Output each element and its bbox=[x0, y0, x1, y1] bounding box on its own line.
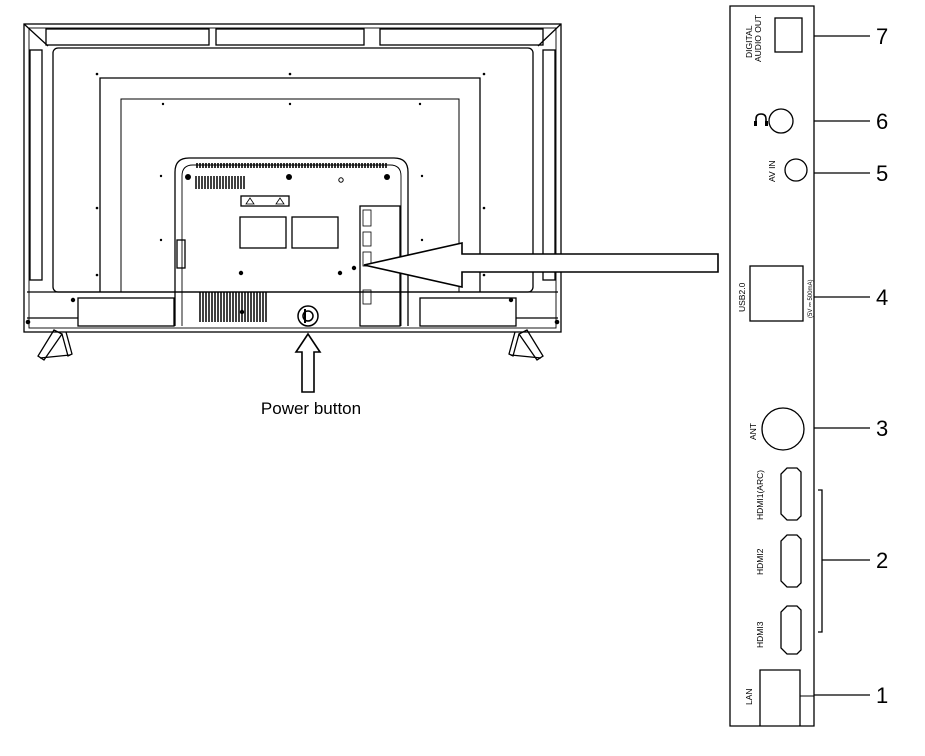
callout-2: 2 bbox=[876, 548, 888, 573]
tv-central-housing bbox=[174, 157, 409, 326]
lan-label: LAN bbox=[744, 688, 754, 705]
tv-mount-holes bbox=[95, 72, 486, 277]
tv-back-view bbox=[23, 23, 562, 361]
usb-port bbox=[749, 265, 804, 322]
hdmi3-label: HDMI3 bbox=[755, 621, 765, 648]
headphone-icon bbox=[755, 113, 767, 124]
tv-speaker-left bbox=[77, 297, 175, 327]
ant-port bbox=[761, 407, 805, 451]
callout-3: 3 bbox=[876, 416, 888, 441]
usb-label: USB2.0 bbox=[737, 282, 747, 312]
tv-inner-frame bbox=[28, 27, 557, 329]
tv-top-rail-mid bbox=[215, 28, 365, 46]
connector-panel bbox=[729, 5, 823, 727]
tv-top-rail-left bbox=[45, 28, 210, 46]
leader-lines bbox=[814, 35, 870, 696]
tv-rating-label-left bbox=[239, 216, 287, 249]
tv-side-bracket bbox=[176, 239, 186, 269]
callout-7: 7 bbox=[876, 24, 888, 49]
power-button-label: Power button bbox=[261, 399, 361, 418]
callout-6: 6 bbox=[876, 109, 888, 134]
headphone-port bbox=[768, 108, 794, 134]
callout-5: 5 bbox=[876, 161, 888, 186]
ant-label: ANT bbox=[748, 423, 758, 440]
tv-housing-screws bbox=[185, 174, 390, 315]
tv-side-rail-left bbox=[29, 49, 43, 281]
hdmi-group-bracket bbox=[818, 489, 823, 633]
hdmi3-port bbox=[780, 605, 802, 655]
lan-port bbox=[759, 669, 801, 726]
digital-audio-port bbox=[774, 17, 803, 53]
tv-side-rail-right bbox=[542, 49, 556, 281]
tv-outer-frame bbox=[23, 23, 562, 333]
tv-top-vent bbox=[196, 163, 387, 168]
av-in-port bbox=[784, 158, 808, 182]
tv-speaker-right bbox=[419, 297, 517, 327]
digital-audio-label-line1: DIGITAL bbox=[744, 25, 754, 58]
usb-rating-label: (5V ⎓ 500mA) bbox=[808, 280, 814, 318]
connector-pointer-arrow bbox=[363, 242, 719, 288]
hdmi2-label: HDMI2 bbox=[755, 548, 765, 575]
av-in-label: AV IN bbox=[767, 160, 777, 182]
tv-stand-foot-left bbox=[37, 329, 73, 361]
hdmi1-port bbox=[780, 467, 802, 521]
callout-1: 1 bbox=[876, 683, 888, 708]
tv-top-rail-right bbox=[379, 28, 544, 46]
tv-lower-vent bbox=[199, 292, 267, 322]
power-button-arrow bbox=[294, 332, 322, 393]
tv-rating-label-right bbox=[291, 216, 339, 249]
callout-4: 4 bbox=[876, 285, 888, 310]
tv-upper-vent bbox=[195, 176, 245, 189]
hdmi1-label: HDMI1(ARC) bbox=[755, 470, 765, 520]
digital-audio-label-line2: AUDIO OUT bbox=[753, 15, 763, 62]
hdmi2-port bbox=[780, 534, 802, 588]
tv-inner-raised-frame bbox=[99, 77, 481, 292]
tv-warning-plate bbox=[240, 195, 290, 207]
tv-stand-foot-right bbox=[508, 329, 544, 361]
tv-power-button bbox=[297, 305, 319, 327]
